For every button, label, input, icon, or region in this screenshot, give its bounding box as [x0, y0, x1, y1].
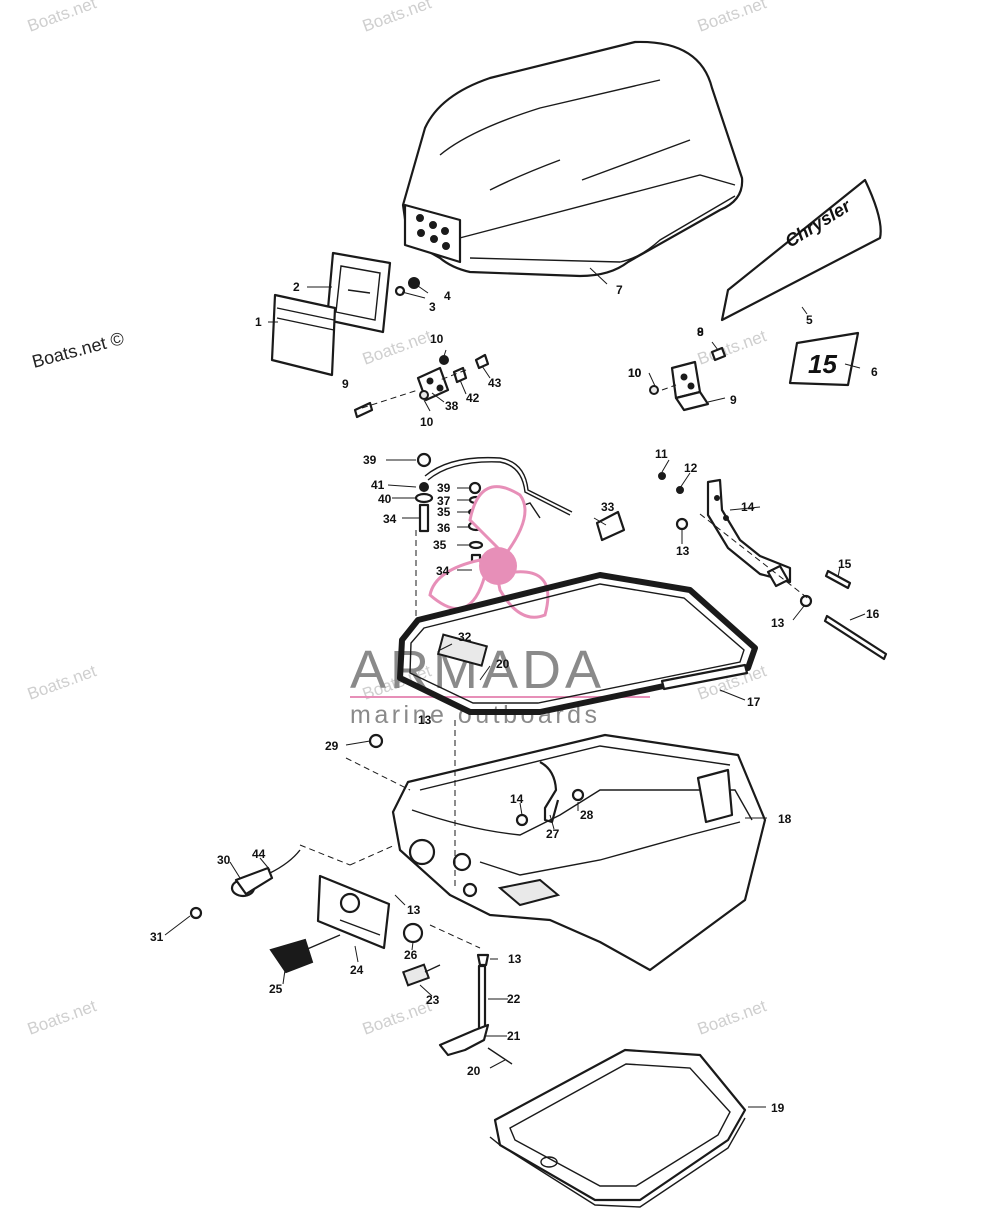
callout-number: 31: [150, 930, 164, 944]
callout-number: 6: [871, 365, 878, 379]
side-watermark: Boats.net ©: [30, 328, 126, 372]
callout-number: 44: [252, 847, 266, 861]
hood-vent-holes: [416, 214, 450, 250]
callout-number: 9: [730, 393, 737, 407]
watermark: Boats.net: [360, 0, 434, 36]
callout-number: 13: [407, 903, 421, 917]
callout-number: 34: [436, 564, 450, 578]
watermark: Boats.net: [695, 326, 769, 369]
watermark: Boats.net: [25, 0, 99, 36]
watermark: Boats.net: [360, 326, 434, 369]
watermark: Boats.net: [25, 661, 99, 704]
callout-number: 35: [437, 505, 451, 519]
watermark: Boats.net: [25, 996, 99, 1039]
watermark: Boats.net: [360, 996, 434, 1039]
callout-number: 37: [437, 494, 451, 508]
number-decal-text: 15: [808, 349, 837, 379]
cover-plate-frame: [325, 251, 392, 334]
callout-number: 5: [806, 313, 813, 327]
starter-handle: [269, 934, 341, 974]
callout-number: 30: [217, 853, 231, 867]
callout-number: 16: [866, 607, 880, 621]
callout-number: 22: [507, 992, 521, 1006]
callout-number: 10: [628, 366, 642, 380]
latch-rod: [438, 953, 513, 1065]
callout-number: 1: [255, 315, 262, 329]
callout-number: 26: [404, 948, 418, 962]
callout-number: 41: [371, 478, 385, 492]
callout-number: 39: [437, 481, 451, 495]
callout-number: 17: [747, 695, 761, 709]
choke-knob-assembly: [189, 849, 301, 920]
callout-number: 40: [378, 492, 392, 506]
armada-logo-hub: [479, 547, 517, 585]
callout-number: 9: [697, 325, 704, 339]
callout-number: 25: [269, 982, 283, 996]
callout-number: 36: [437, 521, 451, 535]
choke-cable-assembly: [424, 456, 626, 542]
callout-number: 4: [444, 289, 451, 303]
callout-number: 24: [350, 963, 364, 977]
callout-labels: 1 2 3 4 5 6 7 8 9 10 10 9 10 42 43 38 9 …: [150, 280, 880, 1115]
callout-number: 14: [510, 792, 524, 806]
watermark: Boats.net: [695, 0, 769, 36]
fuel-fitting: [401, 963, 441, 987]
callout-number: 8: [697, 325, 704, 339]
callout-number: 28: [580, 808, 594, 822]
callout-number: 10: [430, 332, 444, 346]
callout-number: 23: [426, 993, 440, 1007]
callout-number: 13: [508, 952, 522, 966]
chrysler-decal: Chrysler: [720, 178, 882, 322]
washer: [394, 285, 406, 297]
shift-lever-linkage: [658, 472, 888, 661]
callout-number: 39: [363, 453, 377, 467]
callout-number: 10: [420, 415, 434, 429]
lower-seal-gasket: [489, 1048, 747, 1208]
callout-number: 10: [628, 366, 642, 380]
callout-number: 34: [383, 512, 397, 526]
instruction-plate: [316, 874, 391, 950]
watermark: Boats.net: [695, 996, 769, 1039]
callout-number: 15: [838, 557, 852, 571]
callout-number: 3: [429, 300, 436, 314]
callout-number: 14: [741, 500, 755, 514]
callout-number: 43: [488, 376, 502, 390]
callout-number: 20: [496, 657, 510, 671]
cowl-plug: [402, 922, 424, 944]
callout-number: 2: [293, 280, 300, 294]
callout-number: 21: [507, 1029, 521, 1043]
callout-number: 13: [418, 713, 432, 727]
callout-number: 9: [342, 377, 349, 391]
callout-number: 13: [771, 616, 785, 630]
callout-number: 11: [655, 447, 668, 461]
callout-number: 19: [771, 1101, 785, 1115]
callout-number: 38: [445, 399, 459, 413]
callout-number: 13: [676, 544, 690, 558]
callout-number: 35: [433, 538, 447, 552]
leader-lines: [164, 267, 866, 1108]
upper-seal-gasket: [397, 572, 758, 715]
callout-number: 7: [616, 283, 623, 297]
callout-number: 42: [466, 391, 480, 405]
number-decal: 15: [788, 331, 860, 387]
nut: [408, 277, 420, 289]
engine-hood: [401, 40, 744, 278]
callout-number: 33: [601, 500, 615, 514]
cover-plate: [270, 293, 337, 377]
callout-number: 12: [684, 461, 698, 475]
lower-cowl: [368, 733, 767, 972]
callout-number: 18: [778, 812, 792, 826]
callout-number: 27: [546, 827, 560, 841]
callout-number: 32: [458, 630, 472, 644]
callout-number: 29: [325, 739, 339, 753]
callout-number: 20: [467, 1064, 481, 1078]
hinge-bracket-right: [649, 346, 727, 412]
